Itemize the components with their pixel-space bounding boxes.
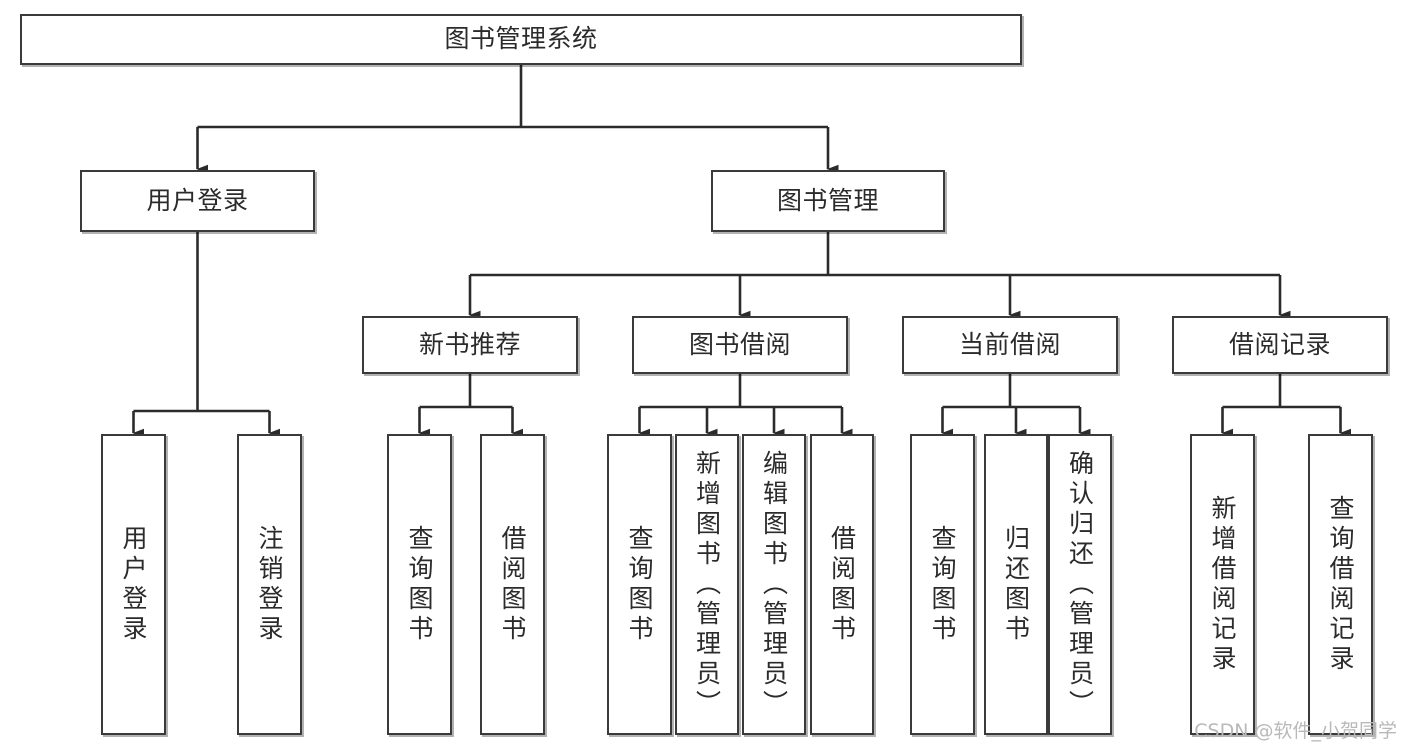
node-leaf-query-book-1-label: 查询图书 xyxy=(405,524,434,645)
node-leaf-logout[interactable]: 注销登录 xyxy=(237,434,302,735)
node-current-borrow[interactable]: 当前借阅 xyxy=(902,316,1118,374)
node-leaf-user-login[interactable]: 用户登录 xyxy=(101,434,166,735)
node-leaf-edit-book[interactable]: 编辑图书（管理员） xyxy=(742,434,806,735)
node-current-borrow-label: 当前借阅 xyxy=(958,329,1061,359)
node-new-book-rec[interactable]: 新书推荐 xyxy=(362,316,578,374)
node-leaf-query-book-3-label: 查询图书 xyxy=(928,524,957,645)
node-leaf-borrow-book-2-label: 借阅图书 xyxy=(827,524,857,645)
node-root-label: 图书管理系统 xyxy=(444,24,598,54)
node-borrow-record[interactable]: 借阅记录 xyxy=(1172,316,1388,374)
node-leaf-return-book[interactable]: 归还图书 xyxy=(984,434,1048,735)
node-leaf-user-login-label: 用户登录 xyxy=(119,524,148,645)
node-leaf-add-book[interactable]: 新增图书（管理员） xyxy=(675,434,739,735)
node-book-borrow[interactable]: 图书借阅 xyxy=(632,316,848,374)
node-user-login[interactable]: 用户登录 xyxy=(80,170,315,232)
node-leaf-query-record[interactable]: 查询借阅记录 xyxy=(1308,434,1373,735)
node-leaf-return-book-label: 归还图书 xyxy=(1001,524,1031,645)
node-leaf-logout-label: 注销登录 xyxy=(255,524,284,645)
node-leaf-query-record-label: 查询借阅记录 xyxy=(1326,494,1355,675)
node-leaf-borrow-book-1-label: 借阅图书 xyxy=(498,524,527,645)
node-book-manage[interactable]: 图书管理 xyxy=(711,170,945,232)
node-borrow-record-label: 借阅记录 xyxy=(1228,329,1331,359)
node-leaf-add-record-label: 新增借阅记录 xyxy=(1208,494,1237,675)
node-leaf-confirm-return-label: 确认归还（管理员） xyxy=(1065,449,1095,720)
node-leaf-borrow-book-1[interactable]: 借阅图书 xyxy=(480,434,545,735)
node-leaf-add-book-label: 新增图书（管理员） xyxy=(692,449,722,720)
node-user-login-label: 用户登录 xyxy=(146,185,249,215)
node-leaf-query-book-3[interactable]: 查询图书 xyxy=(910,434,975,735)
node-leaf-query-book-2-label: 查询图书 xyxy=(625,524,654,645)
node-book-borrow-label: 图书借阅 xyxy=(688,329,791,359)
node-leaf-confirm-return[interactable]: 确认归还（管理员） xyxy=(1048,434,1112,735)
node-leaf-query-book-1[interactable]: 查询图书 xyxy=(387,434,452,735)
node-root[interactable]: 图书管理系统 xyxy=(20,14,1022,65)
node-book-manage-label: 图书管理 xyxy=(776,185,879,215)
node-leaf-add-record[interactable]: 新增借阅记录 xyxy=(1190,434,1255,735)
node-leaf-edit-book-label: 编辑图书（管理员） xyxy=(759,449,789,720)
node-new-book-rec-label: 新书推荐 xyxy=(418,329,521,359)
node-leaf-query-book-2[interactable]: 查询图书 xyxy=(607,434,672,735)
node-leaf-borrow-book-2[interactable]: 借阅图书 xyxy=(810,434,874,735)
